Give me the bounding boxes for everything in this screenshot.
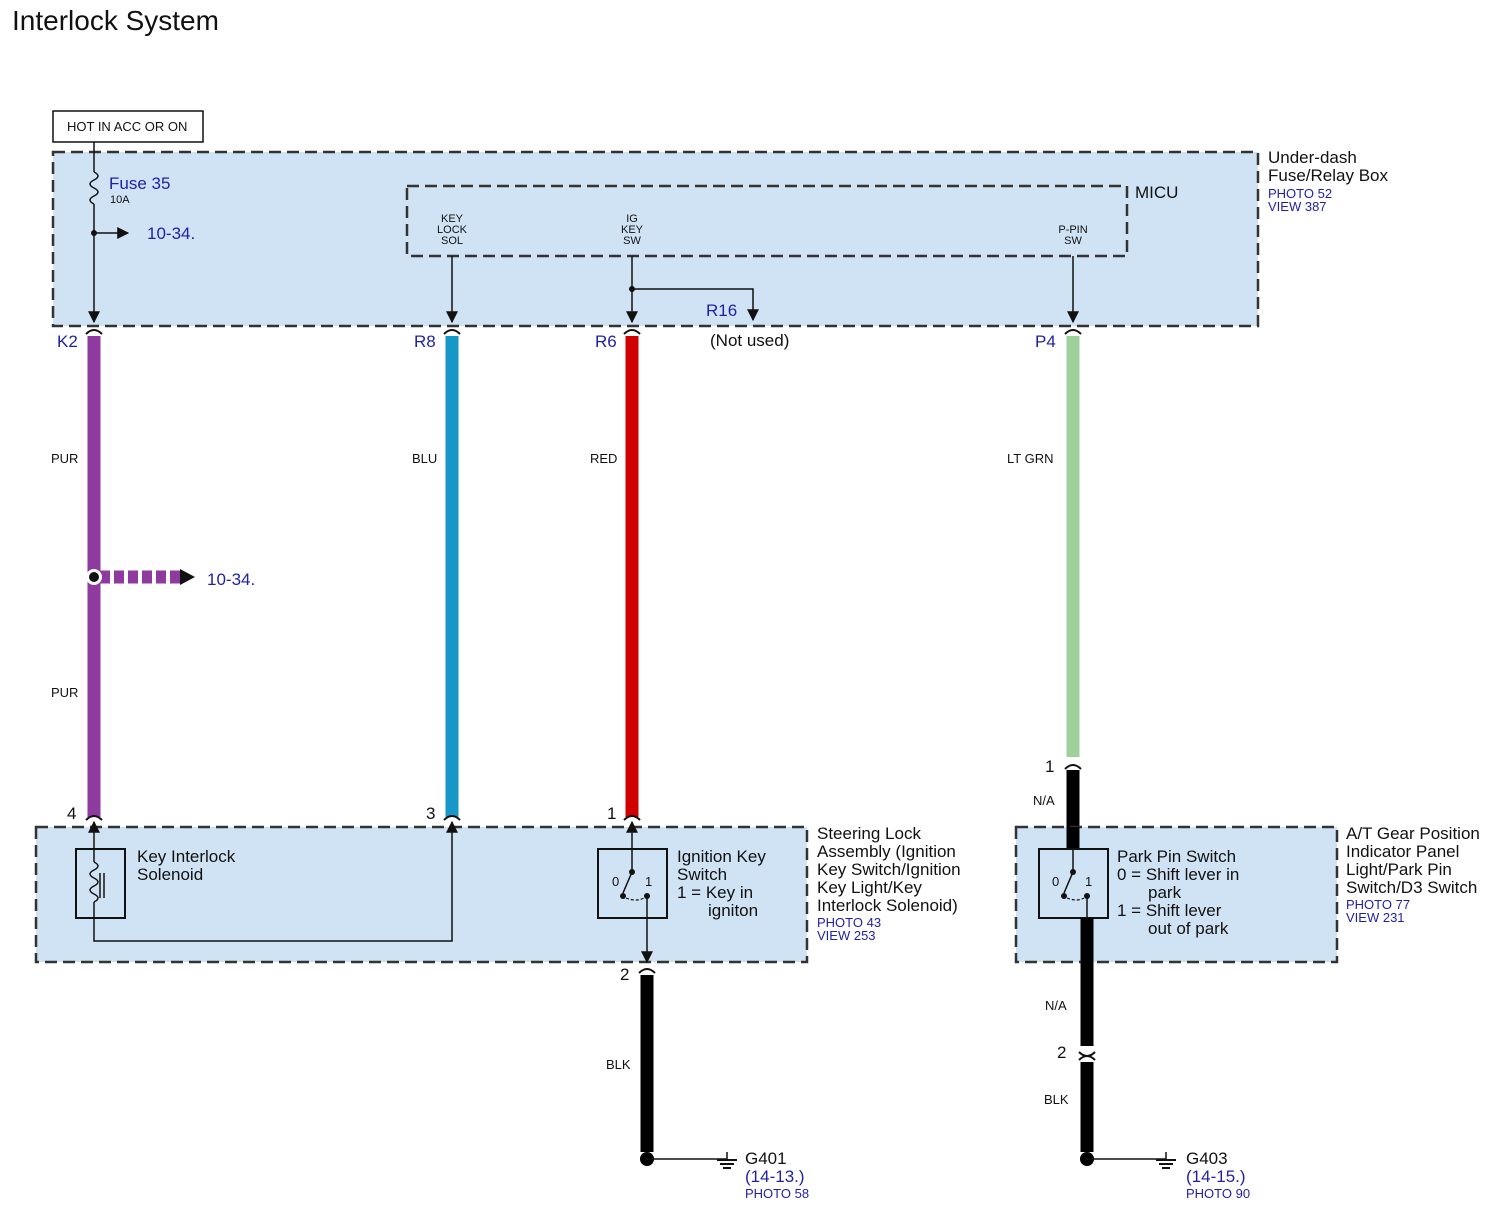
steering-lock-name-3: Key Switch/Ignition bbox=[817, 860, 961, 879]
micu-box bbox=[405, 184, 1129, 258]
steering-lock-photo: PHOTO 43 bbox=[817, 915, 881, 930]
micu-ig-key-sw-1: IG bbox=[626, 213, 638, 225]
pin-at-2: 2 bbox=[1057, 1043, 1066, 1062]
connector-caps-top bbox=[85, 329, 1082, 335]
micu-ig-key-sw-label: IG KEY SW bbox=[621, 213, 644, 247]
pin-at-1: 1 bbox=[1045, 757, 1054, 776]
at-panel-view: VIEW 231 bbox=[1346, 910, 1405, 925]
connector-cap-at-1 bbox=[1064, 764, 1082, 770]
solenoid-name-1: Key Interlock bbox=[137, 847, 236, 866]
park-switch-name: Park Pin Switch bbox=[1117, 847, 1236, 866]
at-panel-name-4: Switch/D3 Switch bbox=[1346, 878, 1477, 897]
fuse-symbol bbox=[89, 171, 99, 205]
fuse-relay-box-label: Under-dash Fuse/Relay Box PHOTO 52 VIEW … bbox=[1268, 148, 1388, 214]
micu-label: MICU bbox=[1135, 183, 1178, 202]
connector-r16: R16 bbox=[706, 301, 737, 320]
ign-switch-name-1: Ignition Key bbox=[677, 847, 766, 866]
pin-sl-4: 4 bbox=[67, 804, 76, 823]
power-source-label: HOT IN ACC OR ON bbox=[52, 110, 204, 143]
steering-lock-name-1: Steering Lock bbox=[817, 824, 921, 843]
micu-key-lock-sol-label: KEY LOCK SOL bbox=[437, 213, 468, 247]
fuse-ref-10-34: 10-34. bbox=[147, 224, 195, 243]
fuse-box-name-1: Under-dash bbox=[1268, 148, 1357, 167]
steering-lock-name-5: Interlock Solenoid) bbox=[817, 896, 958, 915]
pin-sl-1: 1 bbox=[607, 804, 616, 823]
micu-key-lock-sol-3: SOL bbox=[441, 235, 463, 247]
pin-sl-2: 2 bbox=[620, 965, 629, 984]
steering-lock-view: VIEW 253 bbox=[817, 928, 876, 943]
fuse-rating: 10A bbox=[110, 194, 130, 206]
ground-g401: G401 (14-13.) PHOTO 58 bbox=[640, 1149, 809, 1201]
pur-branch: 10-34. bbox=[86, 569, 255, 589]
wire-label-blk-2: BLK bbox=[1044, 1092, 1069, 1107]
connector-r6: R6 bbox=[595, 332, 617, 351]
g403-name: G403 bbox=[1186, 1149, 1228, 1168]
pin-sl-3: 3 bbox=[426, 804, 435, 823]
fuse-box-view: VIEW 387 bbox=[1268, 199, 1327, 214]
park-legend-0b: park bbox=[1148, 883, 1182, 902]
steering-lock-name-4: Key Light/Key bbox=[817, 878, 922, 897]
g401-name: G401 bbox=[745, 1149, 787, 1168]
steering-lock-name-2: Assembly (Ignition bbox=[817, 842, 956, 861]
micu-ig-key-sw-2: KEY bbox=[621, 224, 644, 236]
connector-r8: R8 bbox=[414, 332, 436, 351]
park-legend-1a: 1 = Shift lever bbox=[1117, 901, 1222, 920]
steering-lock-box bbox=[34, 825, 809, 964]
key-interlock-solenoid: Key Interlock Solenoid bbox=[75, 820, 458, 942]
ign-pos-0: 0 bbox=[612, 874, 619, 889]
wire-label-lt-grn: LT GRN bbox=[1007, 451, 1053, 466]
at-panel-photo: PHOTO 77 bbox=[1346, 897, 1410, 912]
park-pos-0: 0 bbox=[1052, 874, 1059, 889]
micu-key-lock-sol-1: KEY bbox=[441, 213, 464, 225]
pur-branch-ref: 10-34. bbox=[207, 570, 255, 589]
fuse-box-name-2: Fuse/Relay Box bbox=[1268, 166, 1388, 185]
at-panel-name-3: Light/Park Pin bbox=[1346, 860, 1452, 879]
connector-k2: K2 bbox=[57, 332, 78, 351]
g403-ref: (14-15.) bbox=[1186, 1167, 1246, 1186]
at-panel-name-1: A/T Gear Position bbox=[1346, 824, 1480, 843]
ign-pos-1: 1 bbox=[645, 874, 652, 889]
park-pos-1: 1 bbox=[1085, 874, 1092, 889]
connector-caps-steering bbox=[85, 815, 641, 821]
ign-legend-a: 1 = Key in bbox=[677, 883, 753, 902]
at-panel-name-2: Indicator Panel bbox=[1346, 842, 1459, 861]
micu-p-pin-sw-2: SW bbox=[1064, 235, 1082, 247]
ground-g403: G403 (14-15.) PHOTO 90 bbox=[1080, 1149, 1250, 1201]
park-legend-1b: out of park bbox=[1148, 919, 1229, 938]
micu-key-lock-sol-2: LOCK bbox=[437, 224, 468, 236]
coil-icon bbox=[89, 861, 99, 903]
micu-p-pin-sw-label: P-PIN SW bbox=[1058, 224, 1087, 247]
g401-ref: (14-13.) bbox=[745, 1167, 805, 1186]
wire-label-blk-1: BLK bbox=[606, 1057, 631, 1072]
g401-photo: PHOTO 58 bbox=[745, 1186, 809, 1201]
park-legend-0a: 0 = Shift lever in bbox=[1117, 865, 1239, 884]
micu-p-pin-sw-1: P-PIN bbox=[1058, 224, 1087, 236]
connector-r16-note: (Not used) bbox=[710, 331, 789, 350]
wire-label-na-2: N/A bbox=[1045, 998, 1067, 1013]
fuse-relay-box bbox=[51, 150, 1260, 328]
wire-label-red: RED bbox=[590, 451, 617, 466]
wire-label-pur-1: PUR bbox=[51, 451, 78, 466]
steering-lock-label: Steering Lock Assembly (Ignition Key Swi… bbox=[817, 824, 961, 943]
diagram-title: Interlock System bbox=[12, 5, 219, 36]
fuse-35-circuit: Fuse 35 10A 10-34. bbox=[88, 142, 195, 324]
power-source-text: HOT IN ACC OR ON bbox=[67, 119, 187, 134]
park-pin-switch: 0 1 Park Pin Switch 0 = Shift lever in p… bbox=[1038, 847, 1239, 938]
ignition-key-switch: 0 1 Ignition Key Switch 1 = Key in ignit… bbox=[597, 820, 766, 964]
at-panel-label: A/T Gear Position Indicator Panel Light/… bbox=[1346, 824, 1480, 925]
wire-label-pur-2: PUR bbox=[51, 685, 78, 700]
ign-legend-b: igniton bbox=[708, 901, 758, 920]
wire-label-blu: BLU bbox=[412, 451, 437, 466]
ign-switch-name-2: Switch bbox=[677, 865, 727, 884]
solenoid-name-2: Solenoid bbox=[137, 865, 203, 884]
connector-cap-sl-2 bbox=[638, 968, 656, 974]
fuse-box-photo: PHOTO 52 bbox=[1268, 186, 1332, 201]
connector-p4: P4 bbox=[1035, 332, 1056, 351]
wire-label-na-1: N/A bbox=[1033, 793, 1055, 808]
g403-photo: PHOTO 90 bbox=[1186, 1186, 1250, 1201]
micu-ig-key-sw-3: SW bbox=[623, 235, 641, 247]
fuse-name: Fuse 35 bbox=[109, 174, 170, 193]
